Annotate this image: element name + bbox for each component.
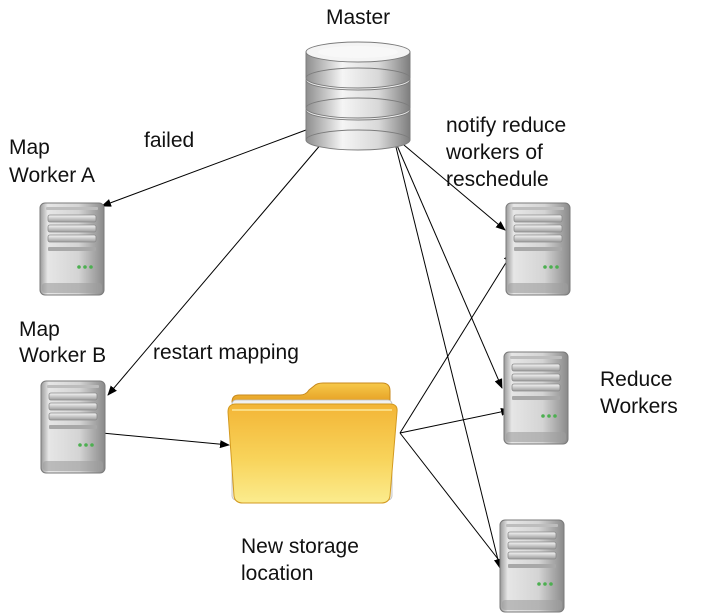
reduce-workers-label-line1: Reduce: [600, 368, 672, 391]
reduce-worker-2-server-icon: [503, 351, 569, 445]
edge-label-notify-line1: notify reduce: [446, 114, 566, 137]
storage-label-line1: New storage: [241, 535, 359, 558]
edge-master-to-worker-a: [101, 129, 307, 207]
edge-label-failed: failed: [144, 129, 194, 152]
edge-storage-to-reduce-1: [399, 252, 513, 434]
reduce-workers-label-line2: Workers: [600, 395, 678, 418]
master-database-icon: [305, 41, 411, 151]
edge-label-restart-mapping: restart mapping: [153, 341, 299, 364]
edges: [101, 129, 513, 569]
reduce-worker-1-server-icon: [505, 202, 571, 296]
reduce-worker-3-server-icon: [499, 519, 565, 613]
master-label: Master: [326, 6, 390, 29]
edge-master-to-worker-b: [107, 142, 323, 396]
edge-master-to-reduce-1: [397, 139, 506, 231]
map-worker-a-label-line1: Map: [9, 136, 50, 159]
map-worker-b-server-icon: [40, 380, 106, 474]
map-worker-b-label-line1: Map: [19, 318, 60, 341]
edge-master-to-reduce-2: [395, 142, 503, 389]
edge-label-notify-line2: workers of: [445, 141, 543, 164]
edge-storage-to-reduce-2: [399, 407, 511, 434]
edge-storage-to-reduce-3: [399, 432, 506, 569]
map-worker-b-label-line2: Worker B: [19, 344, 106, 367]
storage-label-line2: location: [241, 562, 313, 585]
map-worker-a-server-icon: [39, 202, 105, 296]
storage-folder-icon: [227, 382, 398, 504]
edge-label-notify-line3: reschedule: [446, 168, 549, 191]
edge-worker-b-to-storage: [101, 432, 230, 449]
map-worker-a-label-line2: Worker A: [9, 164, 95, 187]
edge-master-to-reduce-3: [394, 142, 502, 569]
